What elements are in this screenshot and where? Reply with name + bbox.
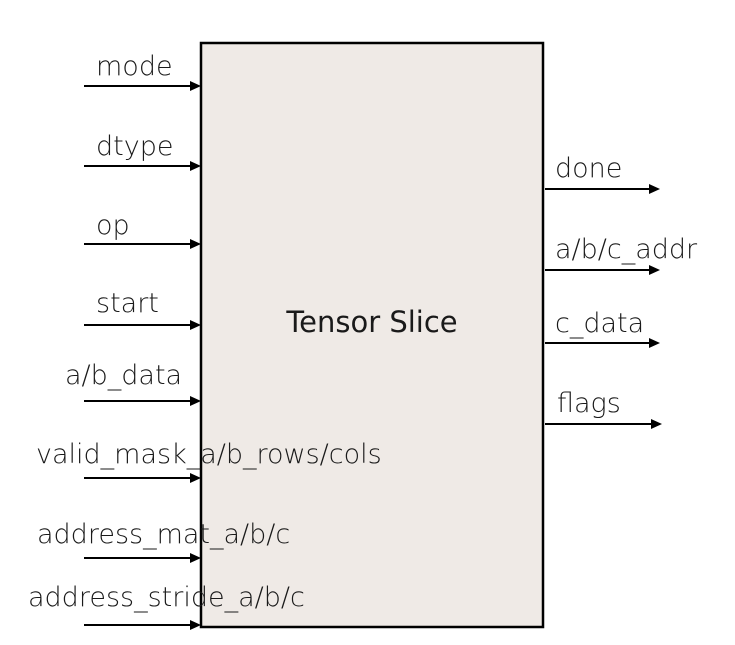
input-7-arrowhead bbox=[190, 620, 201, 630]
tensor-slice-block bbox=[199, 41, 545, 629]
input-4-label: a/b_data bbox=[65, 360, 182, 391]
input-5-arrowhead bbox=[190, 473, 201, 483]
labels-layer: mode dtype op start a/b_data valid_mask_a/b_r… bbox=[28, 51, 698, 613]
output-0-label: done bbox=[555, 153, 622, 184]
output-1-label: a/b/c_addr bbox=[555, 234, 698, 265]
wires-layer bbox=[84, 81, 662, 630]
output-1-arrowhead bbox=[649, 265, 660, 275]
block-title: Tensor Slice bbox=[285, 305, 457, 339]
input-3-arrowhead bbox=[190, 320, 201, 330]
output-2-label: c_data bbox=[555, 308, 644, 339]
input-7-label: address_stride_a/b/c bbox=[28, 582, 305, 613]
input-2-arrowhead bbox=[190, 239, 201, 249]
output-3-label: flags bbox=[557, 388, 621, 419]
input-0-arrowhead bbox=[190, 81, 201, 91]
input-6-label: address_mat_a/b/c bbox=[37, 519, 290, 550]
input-6-arrowhead bbox=[190, 553, 201, 563]
input-1-arrowhead bbox=[190, 161, 201, 171]
output-0-arrowhead bbox=[649, 184, 660, 194]
input-3-label: start bbox=[96, 288, 159, 319]
input-1-label: dtype bbox=[96, 131, 173, 162]
input-5-label: valid_mask_a/b_rows/cols bbox=[36, 439, 382, 470]
input-2-label: op bbox=[96, 210, 130, 241]
input-0-label: mode bbox=[96, 51, 173, 82]
output-2-arrowhead bbox=[649, 338, 660, 348]
output-3-arrowhead bbox=[651, 419, 662, 429]
input-4-arrowhead bbox=[190, 396, 201, 406]
